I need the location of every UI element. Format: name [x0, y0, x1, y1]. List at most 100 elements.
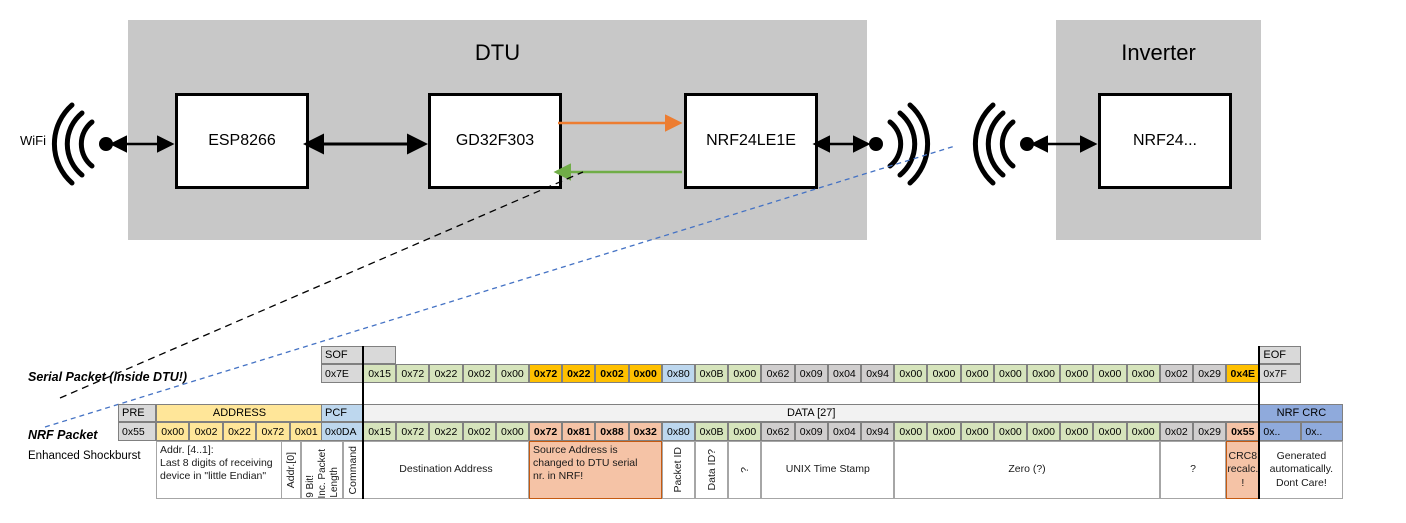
serial-byte-4: 0x00 — [495, 364, 529, 383]
packet-boundary-0 — [362, 346, 364, 499]
nrf-byte-25: 0x29 — [1193, 422, 1227, 441]
nrf-byte-0: 0x15 — [363, 422, 397, 441]
nrf-address-header: ADDRESS — [156, 404, 323, 422]
desc-packet-id: Packet ID — [661, 441, 695, 499]
serial-byte-13: 0x09 — [794, 364, 828, 383]
serial-byte-20: 0x00 — [1027, 364, 1061, 383]
serial-byte-14: 0x04 — [827, 364, 861, 383]
desc-data-id: Data ID? — [695, 441, 729, 499]
nrf-address-byte-2: 0x22 — [222, 422, 257, 441]
serial-byte-26: 0x4E — [1226, 364, 1260, 383]
serial-byte-21: 0x00 — [1060, 364, 1094, 383]
desc-addr0: Addr.[0] — [281, 441, 301, 499]
nrf-byte-10: 0x0B — [695, 422, 729, 441]
nrf-byte-11: 0x00 — [728, 422, 762, 441]
nrf-address-byte-1: 0x02 — [189, 422, 223, 441]
serial-byte-22: 0x00 — [1093, 364, 1127, 383]
nrf-byte-26: 0x55 — [1226, 422, 1260, 441]
chip-nrf24-inverter: NRF24... — [1098, 93, 1232, 189]
nrf-byte-2: 0x22 — [429, 422, 463, 441]
serial-byte-24: 0x02 — [1159, 364, 1193, 383]
serial-eof-value: 0x7F — [1259, 364, 1302, 383]
nrf-crc-value-1: 0x.. — [1301, 422, 1344, 441]
serial-packet-label: Serial Packet (inside DTU!) — [28, 370, 188, 384]
serial-byte-6: 0x22 — [562, 364, 596, 383]
nrf-byte-24: 0x02 — [1159, 422, 1193, 441]
nrf-byte-12: 0x62 — [761, 422, 795, 441]
serial-byte-18: 0x00 — [960, 364, 994, 383]
nrf-byte-4: 0x00 — [495, 422, 529, 441]
nrf-byte-17: 0x00 — [927, 422, 961, 441]
packet-boundary-1 — [1258, 346, 1261, 499]
serial-byte-16: 0x00 — [894, 364, 928, 383]
serial-byte-5: 0x72 — [529, 364, 563, 383]
chip-esp8266-label: ESP8266 — [208, 132, 276, 149]
nrf-address-byte-3: 0x72 — [256, 422, 290, 441]
serial-byte-0: 0x15 — [363, 364, 397, 383]
nrf-byte-6: 0x81 — [562, 422, 596, 441]
serial-byte-1: 0x72 — [396, 364, 430, 383]
serial-byte-2: 0x22 — [429, 364, 463, 383]
serial-byte-15: 0x94 — [861, 364, 895, 383]
serial-sof-header: SOF — [321, 346, 363, 364]
chip-nrf24-label: NRF24... — [1132, 132, 1197, 149]
desc-command: Command — [343, 441, 363, 499]
nrf-byte-16: 0x00 — [894, 422, 928, 441]
nrf-byte-5: 0x72 — [529, 422, 563, 441]
nrf-sublabel: Enhanced Shockburst — [28, 450, 141, 462]
nrf-byte-20: 0x00 — [1027, 422, 1061, 441]
serial-eof-header: EOF — [1259, 346, 1302, 364]
nrf-byte-1: 0x72 — [396, 422, 430, 441]
serial-byte-3: 0x02 — [462, 364, 496, 383]
serial-byte-12: 0x62 — [761, 364, 795, 383]
nrf-byte-15: 0x94 — [861, 422, 895, 441]
nrf-byte-13: 0x09 — [794, 422, 828, 441]
nrf-packet-label: NRF Packet — [28, 428, 98, 442]
wifi-label: WiFi — [20, 133, 46, 148]
nrf-byte-9: 0x80 — [661, 422, 695, 441]
nrf-byte-21: 0x00 — [1060, 422, 1094, 441]
nrf-address-byte-0: 0x00 — [156, 422, 190, 441]
serial-byte-11: 0x00 — [728, 364, 762, 383]
serial-byte-10: 0x0B — [695, 364, 729, 383]
nrf-pcf-header: PCF — [321, 404, 363, 422]
nrf-crc-header: NRF CRC — [1259, 404, 1344, 422]
nrf-crc-value-0: 0x.. — [1259, 422, 1302, 441]
desc-unknown-2: ? — [1159, 441, 1227, 499]
nrf-byte-22: 0x00 — [1093, 422, 1127, 441]
serial-byte-25: 0x29 — [1193, 364, 1227, 383]
nrf-byte-8: 0x32 — [628, 422, 662, 441]
nrf-byte-19: 0x00 — [993, 422, 1027, 441]
nrf-pre-value: 0x55 — [118, 422, 156, 441]
desc-destination-address: Destination Address — [363, 441, 529, 499]
serial-header-spacer — [363, 346, 397, 364]
nrf-byte-14: 0x04 — [827, 422, 861, 441]
nrf-address-byte-4: 0x01 — [289, 422, 323, 441]
serial-byte-17: 0x00 — [927, 364, 961, 383]
dtu-title: DTU — [474, 40, 521, 65]
block-diagram: DTU ESP8266 GD32F303 NRF24LE1E Inverter … — [20, 20, 1261, 240]
chip-nrf24le1e: NRF24LE1E — [684, 93, 818, 189]
nrf-byte-23: 0x00 — [1126, 422, 1160, 441]
desc-unknown-1: ? — [728, 441, 762, 499]
chip-gd32f303-label: GD32F303 — [455, 132, 535, 149]
desc-zero: Zero (?) — [894, 441, 1160, 499]
nrf-byte-18: 0x00 — [960, 422, 994, 441]
nrf-byte-7: 0x88 — [595, 422, 629, 441]
serial-byte-19: 0x00 — [993, 364, 1027, 383]
serial-byte-8: 0x00 — [628, 364, 662, 383]
desc-unix-time-stamp: UNIX Time Stamp — [761, 441, 895, 499]
nrf-pre-header: PRE — [118, 404, 156, 422]
nrf-byte-3: 0x02 — [462, 422, 496, 441]
inverter-title: Inverter — [1121, 40, 1196, 65]
nrf-pcf-value: 0x0DA — [321, 422, 363, 441]
chip-gd32f303: GD32F303 — [428, 93, 562, 189]
serial-byte-7: 0x02 — [595, 364, 629, 383]
nrf-data-header: DATA [27] — [363, 404, 1260, 422]
serial-byte-9: 0x80 — [661, 364, 695, 383]
chip-nrf24le1e-label: NRF24LE1E — [706, 132, 796, 149]
